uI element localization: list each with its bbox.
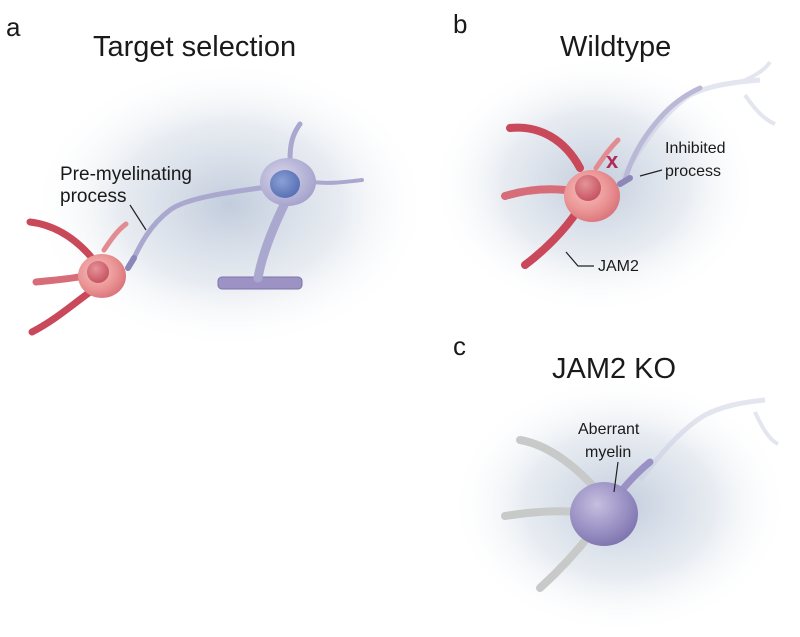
oligodendrocyte-c-faint bbox=[638, 397, 780, 482]
inhibited-label-2: process bbox=[665, 163, 721, 180]
panel-b: b Wildtype x Inhibited process JAM2 bbox=[430, 9, 776, 315]
panel-a-title: Target selection bbox=[93, 31, 296, 63]
aberrant-myelin-soma bbox=[570, 482, 638, 546]
aberrant-label-2: myelin bbox=[585, 444, 631, 461]
panel-a: a Target selection Pre-myeli bbox=[6, 12, 430, 350]
panel-c-letter: c bbox=[453, 331, 466, 361]
panel-c: c JAM2 KO Aberrant myelin bbox=[450, 331, 790, 635]
panel-c-title: JAM2 KO bbox=[552, 353, 676, 385]
pre-myelinating-label-2: process bbox=[60, 186, 127, 207]
inhibited-pointer bbox=[639, 169, 663, 177]
inhibited-process-shape bbox=[622, 85, 703, 183]
neuron-a bbox=[26, 218, 370, 336]
panel-a-letter: a bbox=[6, 12, 21, 42]
jam2-label: JAM2 bbox=[598, 258, 639, 275]
aberrant-label: Aberrant bbox=[578, 421, 640, 438]
block-mark: x bbox=[606, 148, 619, 173]
pre-myelinating-label: Pre-myelinating bbox=[60, 164, 192, 185]
jam2-pointer bbox=[565, 251, 594, 267]
panel-b-letter: b bbox=[453, 9, 467, 39]
neuron-c bbox=[501, 436, 705, 592]
pre-myelinating-pointer bbox=[129, 204, 147, 231]
oligodendrocyte-a bbox=[125, 121, 364, 283]
neuron-b bbox=[501, 123, 690, 269]
panel-b-title: Wildtype bbox=[560, 31, 671, 63]
aberrant-pointer bbox=[613, 461, 619, 493]
halo-a bbox=[30, 60, 430, 350]
inhibited-label: Inhibited bbox=[665, 140, 726, 157]
